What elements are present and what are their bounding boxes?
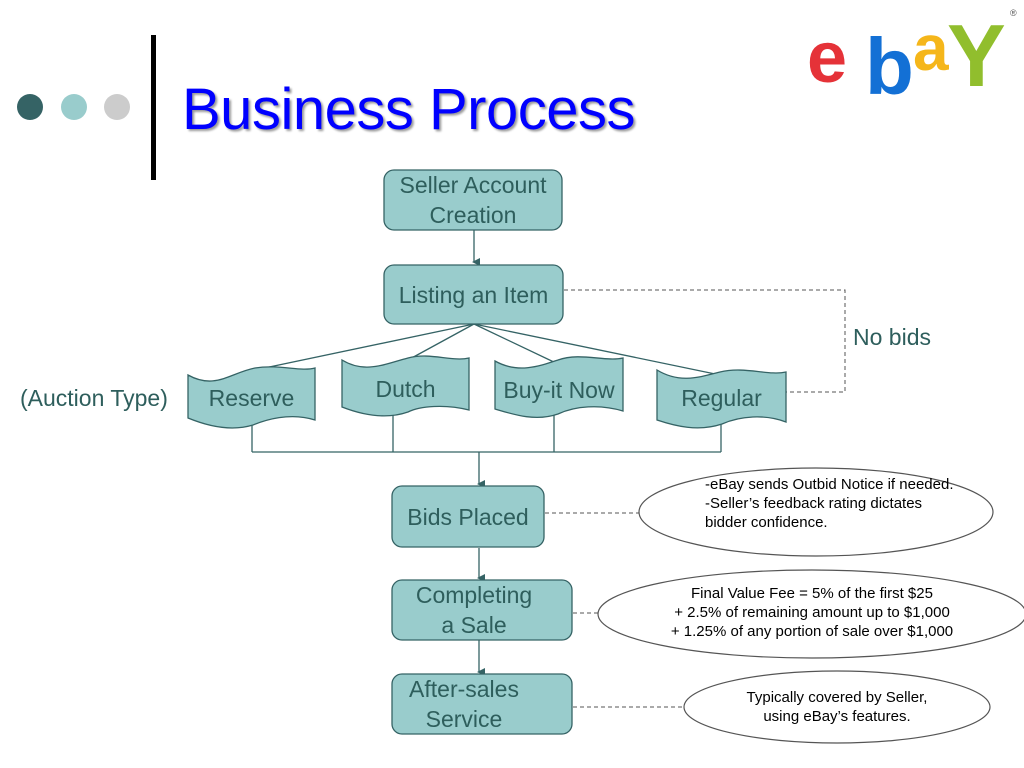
logo-letter-e: e bbox=[807, 18, 847, 98]
banner-dutch bbox=[341, 355, 470, 417]
ebay-logo: e b a Y ® bbox=[807, 6, 1017, 102]
note-sale-line: + 1.25% of any portion of sale over $1,0… bbox=[670, 623, 954, 640]
node-bids-placed bbox=[391, 485, 545, 548]
note-bids-line: -Seller’s feedback rating dictates bbox=[705, 495, 923, 512]
bullet-dot-gray bbox=[104, 94, 130, 120]
logo-letter-a: a bbox=[913, 12, 949, 84]
note-aftersales-line: using eBay’s features. bbox=[763, 708, 911, 725]
node-seller-account-label: Seller Account Creation bbox=[384, 170, 562, 230]
note-bids: -eBay sends Outbid Notice if needed. -Se… bbox=[705, 475, 953, 532]
aftersales-line2: Service bbox=[425, 706, 503, 732]
banner-regular bbox=[656, 368, 787, 429]
completing-line1: Completing bbox=[415, 582, 533, 608]
node-completing-sale-label: Completing a Sale bbox=[384, 580, 564, 640]
aftersales-line1: After-sales bbox=[409, 676, 519, 702]
logo-letter-b: b bbox=[865, 22, 914, 102]
note-ellipse-sale bbox=[597, 569, 1024, 659]
note-aftersales: Typically covered by Seller, using eBay’… bbox=[684, 688, 990, 726]
connector-listing-regular bbox=[473, 323, 721, 376]
logo-letter-y: Y bbox=[947, 6, 1006, 102]
slide-title: Business Process bbox=[182, 77, 635, 142]
node-listing-label: Listing an Item bbox=[398, 281, 549, 308]
node-bids-placed-label: Bids Placed bbox=[407, 503, 529, 530]
banner-reserve bbox=[187, 366, 316, 429]
node-aftersales-label: After-sales Service bbox=[374, 674, 554, 734]
banner-buyitnow bbox=[494, 356, 624, 419]
node-seller-account bbox=[383, 169, 563, 231]
completing-line2: a Sale bbox=[441, 612, 507, 638]
note-sale-line: + 2.5% of remaining amount up to $1,000 bbox=[674, 604, 950, 621]
no-bids-loop bbox=[564, 289, 846, 393]
node-listing bbox=[383, 264, 564, 325]
no-bids-label: No bids bbox=[853, 324, 931, 350]
connector-listing-reserve bbox=[254, 323, 475, 371]
note-sale: Final Value Fee = 5% of the first $25 + … bbox=[612, 584, 1012, 641]
note-sale-line: Final Value Fee = 5% of the first $25 bbox=[691, 585, 933, 602]
connector-listing-dutch bbox=[407, 323, 475, 361]
note-aftersales-line: Typically covered by Seller, bbox=[746, 689, 928, 706]
node-completing-sale bbox=[391, 579, 573, 641]
banner-reserve-label: Reserve bbox=[208, 385, 295, 411]
bullet-dot-dark bbox=[17, 94, 43, 120]
bullet-dot-light bbox=[61, 94, 87, 120]
banner-dutch-label: Dutch bbox=[375, 376, 436, 402]
banner-regular-label: Regular bbox=[681, 385, 762, 411]
seller-account-line2: Creation bbox=[429, 202, 517, 228]
node-aftersales bbox=[391, 673, 573, 735]
note-bids-line: bidder confidence. bbox=[705, 514, 828, 531]
registered-mark: ® bbox=[1010, 8, 1017, 18]
note-ellipse-aftersales bbox=[683, 670, 991, 744]
seller-account-line1: Seller Account bbox=[399, 172, 547, 198]
auction-type-label: (Auction Type) bbox=[20, 385, 168, 411]
banner-buyitnow-label: Buy-it Now bbox=[503, 377, 615, 403]
title-divider bbox=[151, 35, 156, 180]
note-ellipse-bids bbox=[638, 467, 994, 557]
note-bids-line: -eBay sends Outbid Notice if needed. bbox=[705, 476, 954, 493]
connector-listing-buyitnow bbox=[473, 323, 559, 365]
